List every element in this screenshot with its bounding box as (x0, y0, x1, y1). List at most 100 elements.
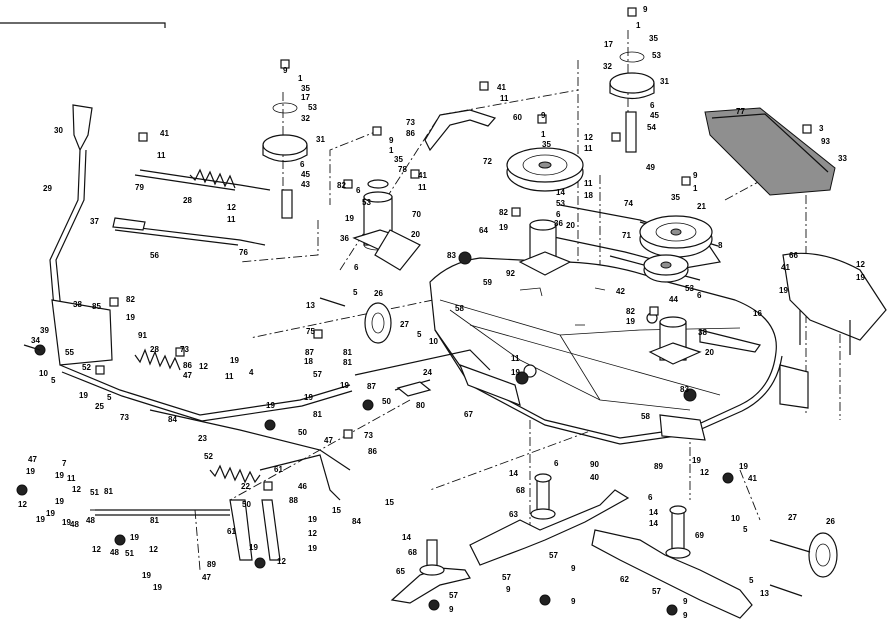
part-callout: 11 (511, 354, 520, 363)
part-callout: 9 (571, 564, 576, 573)
part-callout: 42 (616, 287, 625, 296)
part-callout: 54 (647, 123, 656, 132)
wheels (364, 302, 838, 578)
part-callout: 1 (541, 130, 546, 139)
part-callout: 19 (130, 533, 139, 542)
part-callout: 6 (697, 291, 702, 300)
part-callout: 4 (249, 368, 254, 377)
part-callout: 35 (542, 140, 551, 149)
part-callout: 23 (198, 434, 207, 443)
part-callout: 73 (180, 345, 189, 354)
part-callout: 10 (731, 514, 740, 523)
part-callout: 53 (556, 199, 565, 208)
part-callout: 33 (838, 154, 847, 163)
part-callout: 36 (554, 219, 563, 228)
part-callout: 41 (418, 171, 427, 180)
part-callout: 82 (126, 295, 135, 304)
part-callout: 47 (28, 455, 37, 464)
part-callout: 75 (306, 327, 315, 336)
part-callout: 79 (135, 183, 144, 192)
part-callout: 58 (455, 304, 464, 313)
fasteners (16, 7, 812, 616)
part-callout: 19 (142, 571, 151, 580)
part-callout: 17 (301, 93, 310, 102)
title-rule (0, 22, 166, 28)
part-callout: 1 (298, 74, 303, 83)
part-callout: 6 (648, 493, 653, 502)
part-callout: 27 (788, 513, 797, 522)
part-callout: 30 (54, 126, 63, 135)
part-callout: 16 (753, 309, 762, 318)
part-callout: 9 (389, 136, 394, 145)
part-callout: 14 (402, 533, 411, 542)
part-callout: 6 (300, 160, 305, 169)
part-callout: 19 (779, 286, 788, 295)
part-callout: 19 (55, 471, 64, 480)
part-callout: 51 (125, 549, 134, 558)
part-callout: 5 (51, 376, 56, 385)
part-callout: 12 (700, 468, 709, 477)
part-callout: 12 (277, 557, 286, 566)
part-callout: 86 (368, 447, 377, 456)
part-callout: 11 (418, 183, 427, 192)
part-callout: 12 (308, 529, 317, 538)
part-callout: 19 (26, 467, 35, 476)
part-callout: 38 (73, 300, 82, 309)
part-callout: 19 (692, 456, 701, 465)
part-callout: 5 (353, 288, 358, 297)
pulleys (262, 51, 713, 283)
part-callout: 1 (636, 21, 641, 30)
part-callout: 34 (31, 336, 40, 345)
part-callout: 83 (680, 385, 689, 394)
part-callout: 40 (590, 473, 599, 482)
part-callout: 64 (479, 226, 488, 235)
part-callout: 1 (693, 184, 698, 193)
part-callout: 48 (86, 516, 95, 525)
part-callout: 9 (283, 66, 288, 75)
part-callout: 87 (305, 348, 314, 357)
part-callout: 11 (157, 151, 166, 160)
part-callout: 19 (126, 313, 135, 322)
part-callout: 20 (705, 348, 714, 357)
part-callout: 31 (660, 77, 669, 86)
part-callout: 73 (406, 118, 415, 127)
part-callout: 5 (743, 525, 748, 534)
part-callout: 37 (90, 217, 99, 226)
part-callout: 19 (46, 509, 55, 518)
part-callout: 9 (571, 597, 576, 606)
part-callout: 52 (82, 363, 91, 372)
part-callout: 19 (340, 381, 349, 390)
part-callout: 10 (39, 369, 48, 378)
part-callout: 45 (301, 170, 310, 179)
part-callout: 20 (566, 221, 575, 230)
part-callout: 13 (306, 301, 315, 310)
part-callout: 13 (760, 589, 769, 598)
part-callout: 38 (698, 328, 707, 337)
part-callout: 81 (150, 516, 159, 525)
part-callout: 41 (160, 129, 169, 138)
part-callout: 6 (556, 210, 561, 219)
part-callout: 48 (70, 520, 79, 529)
part-callout: 53 (652, 51, 661, 60)
part-callout: 48 (110, 548, 119, 557)
part-callout: 55 (65, 348, 74, 357)
part-callout: 46 (298, 482, 307, 491)
part-callout: 19 (79, 391, 88, 400)
part-callout: 24 (423, 368, 432, 377)
part-callout: 14 (649, 519, 658, 528)
part-callout: 21 (697, 202, 706, 211)
part-callout: 28 (183, 196, 192, 205)
part-callout: 12 (227, 203, 236, 212)
part-callout: 73 (120, 413, 129, 422)
part-callout: 47 (183, 371, 192, 380)
part-callout: 47 (324, 436, 333, 445)
part-callout: 68 (516, 486, 525, 495)
part-callout: 35 (671, 193, 680, 202)
part-callout: 51 (90, 488, 99, 497)
part-callout: 10 (429, 337, 438, 346)
lift-linkage (49, 104, 887, 561)
part-callout: 69 (695, 531, 704, 540)
part-callout: 57 (449, 591, 458, 600)
part-callout: 82 (337, 181, 346, 190)
part-callout: 35 (301, 84, 310, 93)
